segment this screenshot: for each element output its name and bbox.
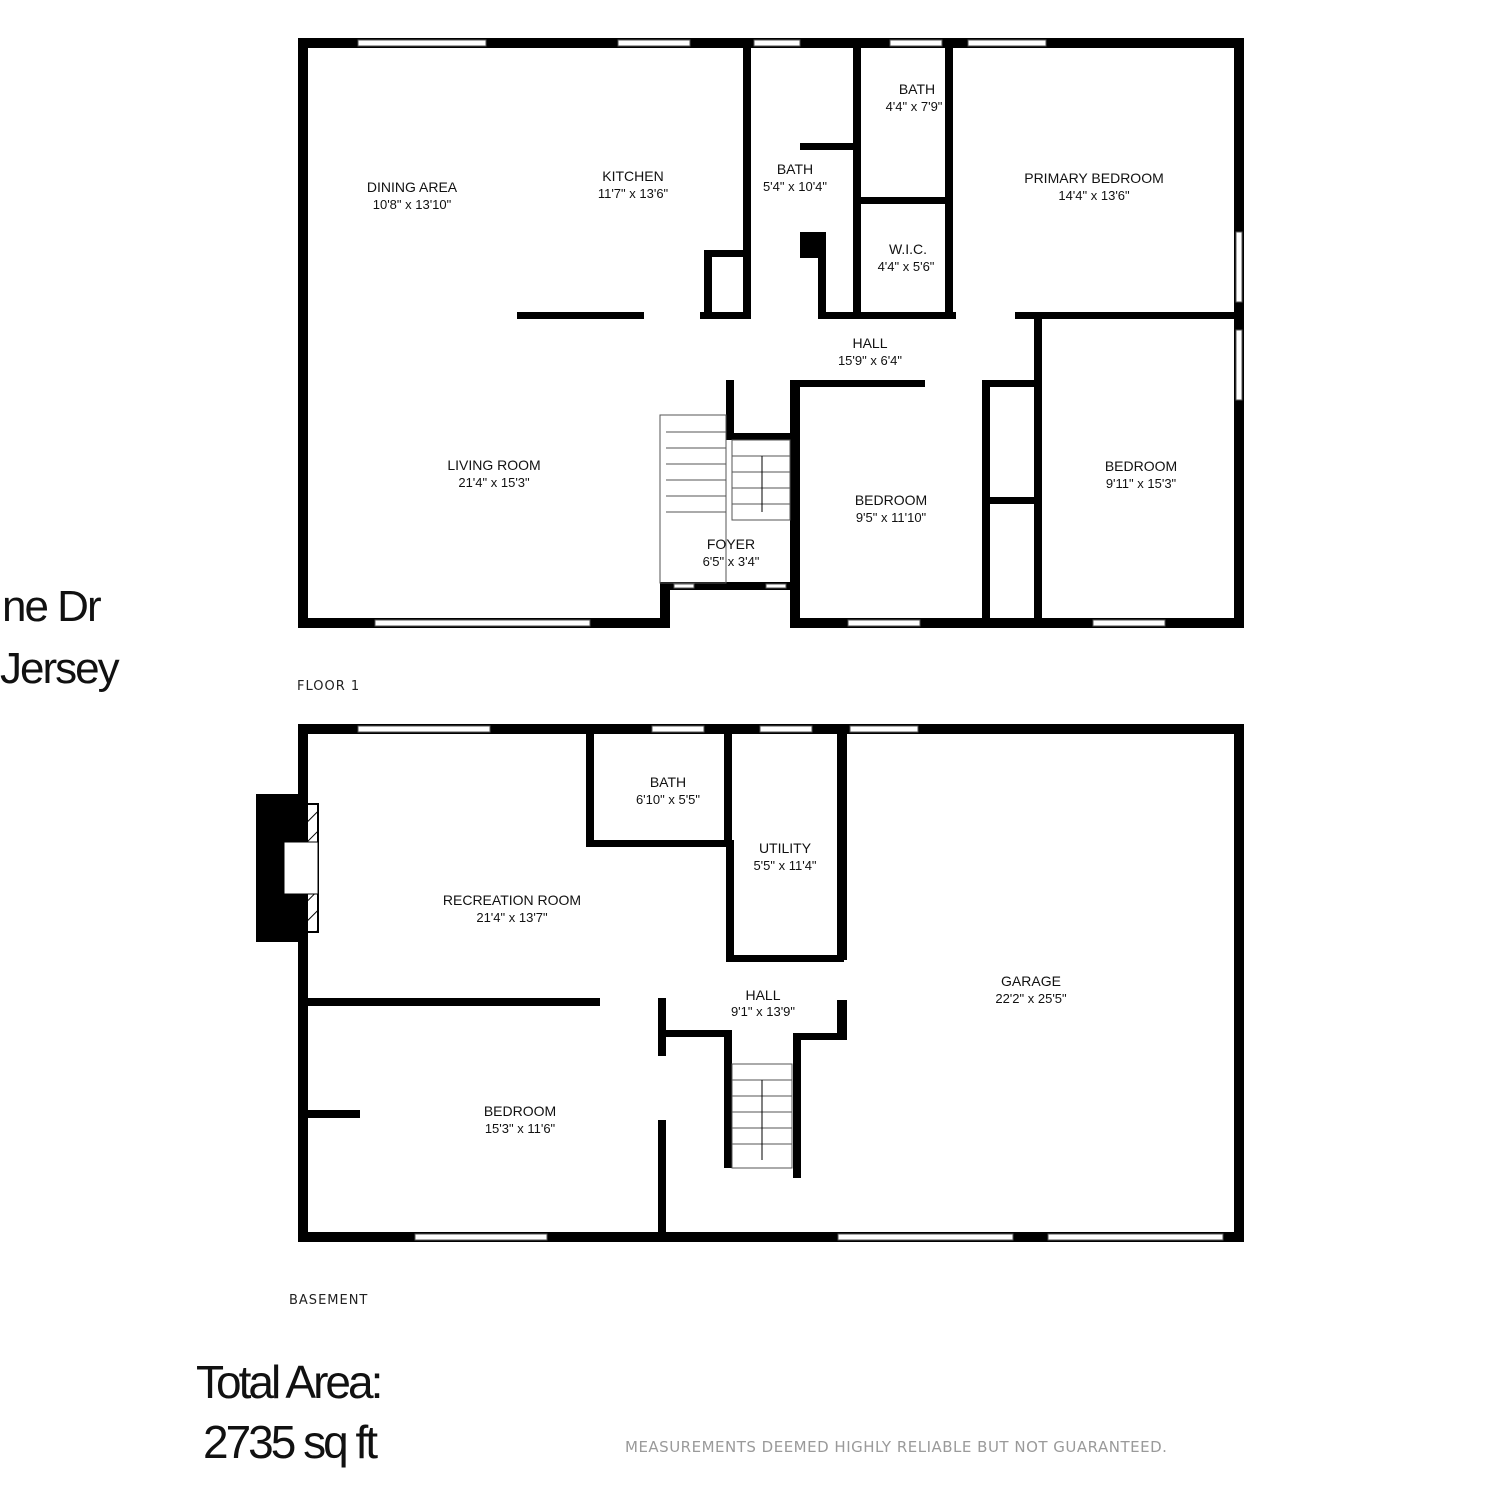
total-area-label: Total Area:: [196, 1356, 383, 1408]
basement-label: BASEMENT: [289, 1293, 369, 1308]
room-label: HALL: [852, 335, 887, 351]
basement-windows: [357, 725, 1224, 1241]
floor-1-label: FLOOR 1: [297, 679, 361, 694]
room-size: 6'5" x 3'4": [703, 554, 760, 569]
basement-walls: [256, 724, 1244, 1242]
room-size: 9'1" x 13'9": [731, 1004, 795, 1019]
room-size: 9'5" x 11'10": [856, 510, 927, 525]
floor-1-stairs: [659, 414, 791, 584]
room-size: 5'5" x 11'4": [753, 858, 816, 873]
room-label: BATH: [650, 774, 686, 790]
room-size: 15'9" x 6'4": [838, 353, 902, 368]
room-label: RECREATION ROOM: [443, 892, 581, 908]
fireplace-icon: [263, 803, 319, 933]
room-size: 9'11" x 15'3": [1106, 476, 1177, 491]
basement-room-labels: BATH 6'10" x 5'5" UTILITY 5'5" x 11'4" R…: [443, 774, 1067, 1136]
room-size: 14'4" x 13'6": [1058, 188, 1130, 203]
room-label: GARAGE: [1001, 973, 1061, 989]
room-label: HALL: [745, 987, 780, 1003]
floor-1-room-labels: DINING AREA 10'8" x 13'10" KITCHEN 11'7"…: [367, 81, 1177, 569]
room-size: 21'4" x 15'3": [458, 475, 530, 490]
room-label: BATH: [777, 161, 813, 177]
room-label: BEDROOM: [855, 492, 927, 508]
room-size: 4'4" x 7'9": [886, 99, 943, 114]
room-size: 5'4" x 10'4": [763, 179, 827, 194]
floor-1-windows: [357, 39, 1243, 627]
address-line-1: ne Dr: [2, 582, 102, 631]
room-size: 10'8" x 13'10": [373, 197, 452, 212]
room-label: BEDROOM: [484, 1103, 556, 1119]
disclaimer-text: MEASUREMENTS DEEMED HIGHLY RELIABLE BUT …: [625, 1438, 1168, 1456]
room-label: BEDROOM: [1105, 458, 1177, 474]
room-label: DINING AREA: [367, 179, 458, 195]
room-label: LIVING ROOM: [447, 457, 540, 473]
room-size: 6'10" x 5'5": [636, 792, 700, 807]
room-size: 15'3" x 11'6": [485, 1121, 556, 1136]
floor-1-walls: [298, 38, 1244, 628]
address-line-2: Jersey: [0, 644, 120, 693]
room-label: UTILITY: [759, 840, 812, 856]
room-label: PRIMARY BEDROOM: [1024, 170, 1164, 186]
room-label: W.I.C.: [889, 241, 927, 257]
room-size: 22'2" x 25'5": [995, 991, 1067, 1006]
room-label: BATH: [899, 81, 935, 97]
room-size: 11'7" x 13'6": [598, 186, 669, 201]
room-size: 4'4" x 5'6": [878, 259, 935, 274]
total-area-value: 2735 sq ft: [203, 1416, 378, 1468]
basement-stairs: [731, 1063, 793, 1169]
room-label: KITCHEN: [602, 168, 663, 184]
room-label: FOYER: [707, 536, 755, 552]
room-size: 21'4" x 13'7": [476, 910, 548, 925]
